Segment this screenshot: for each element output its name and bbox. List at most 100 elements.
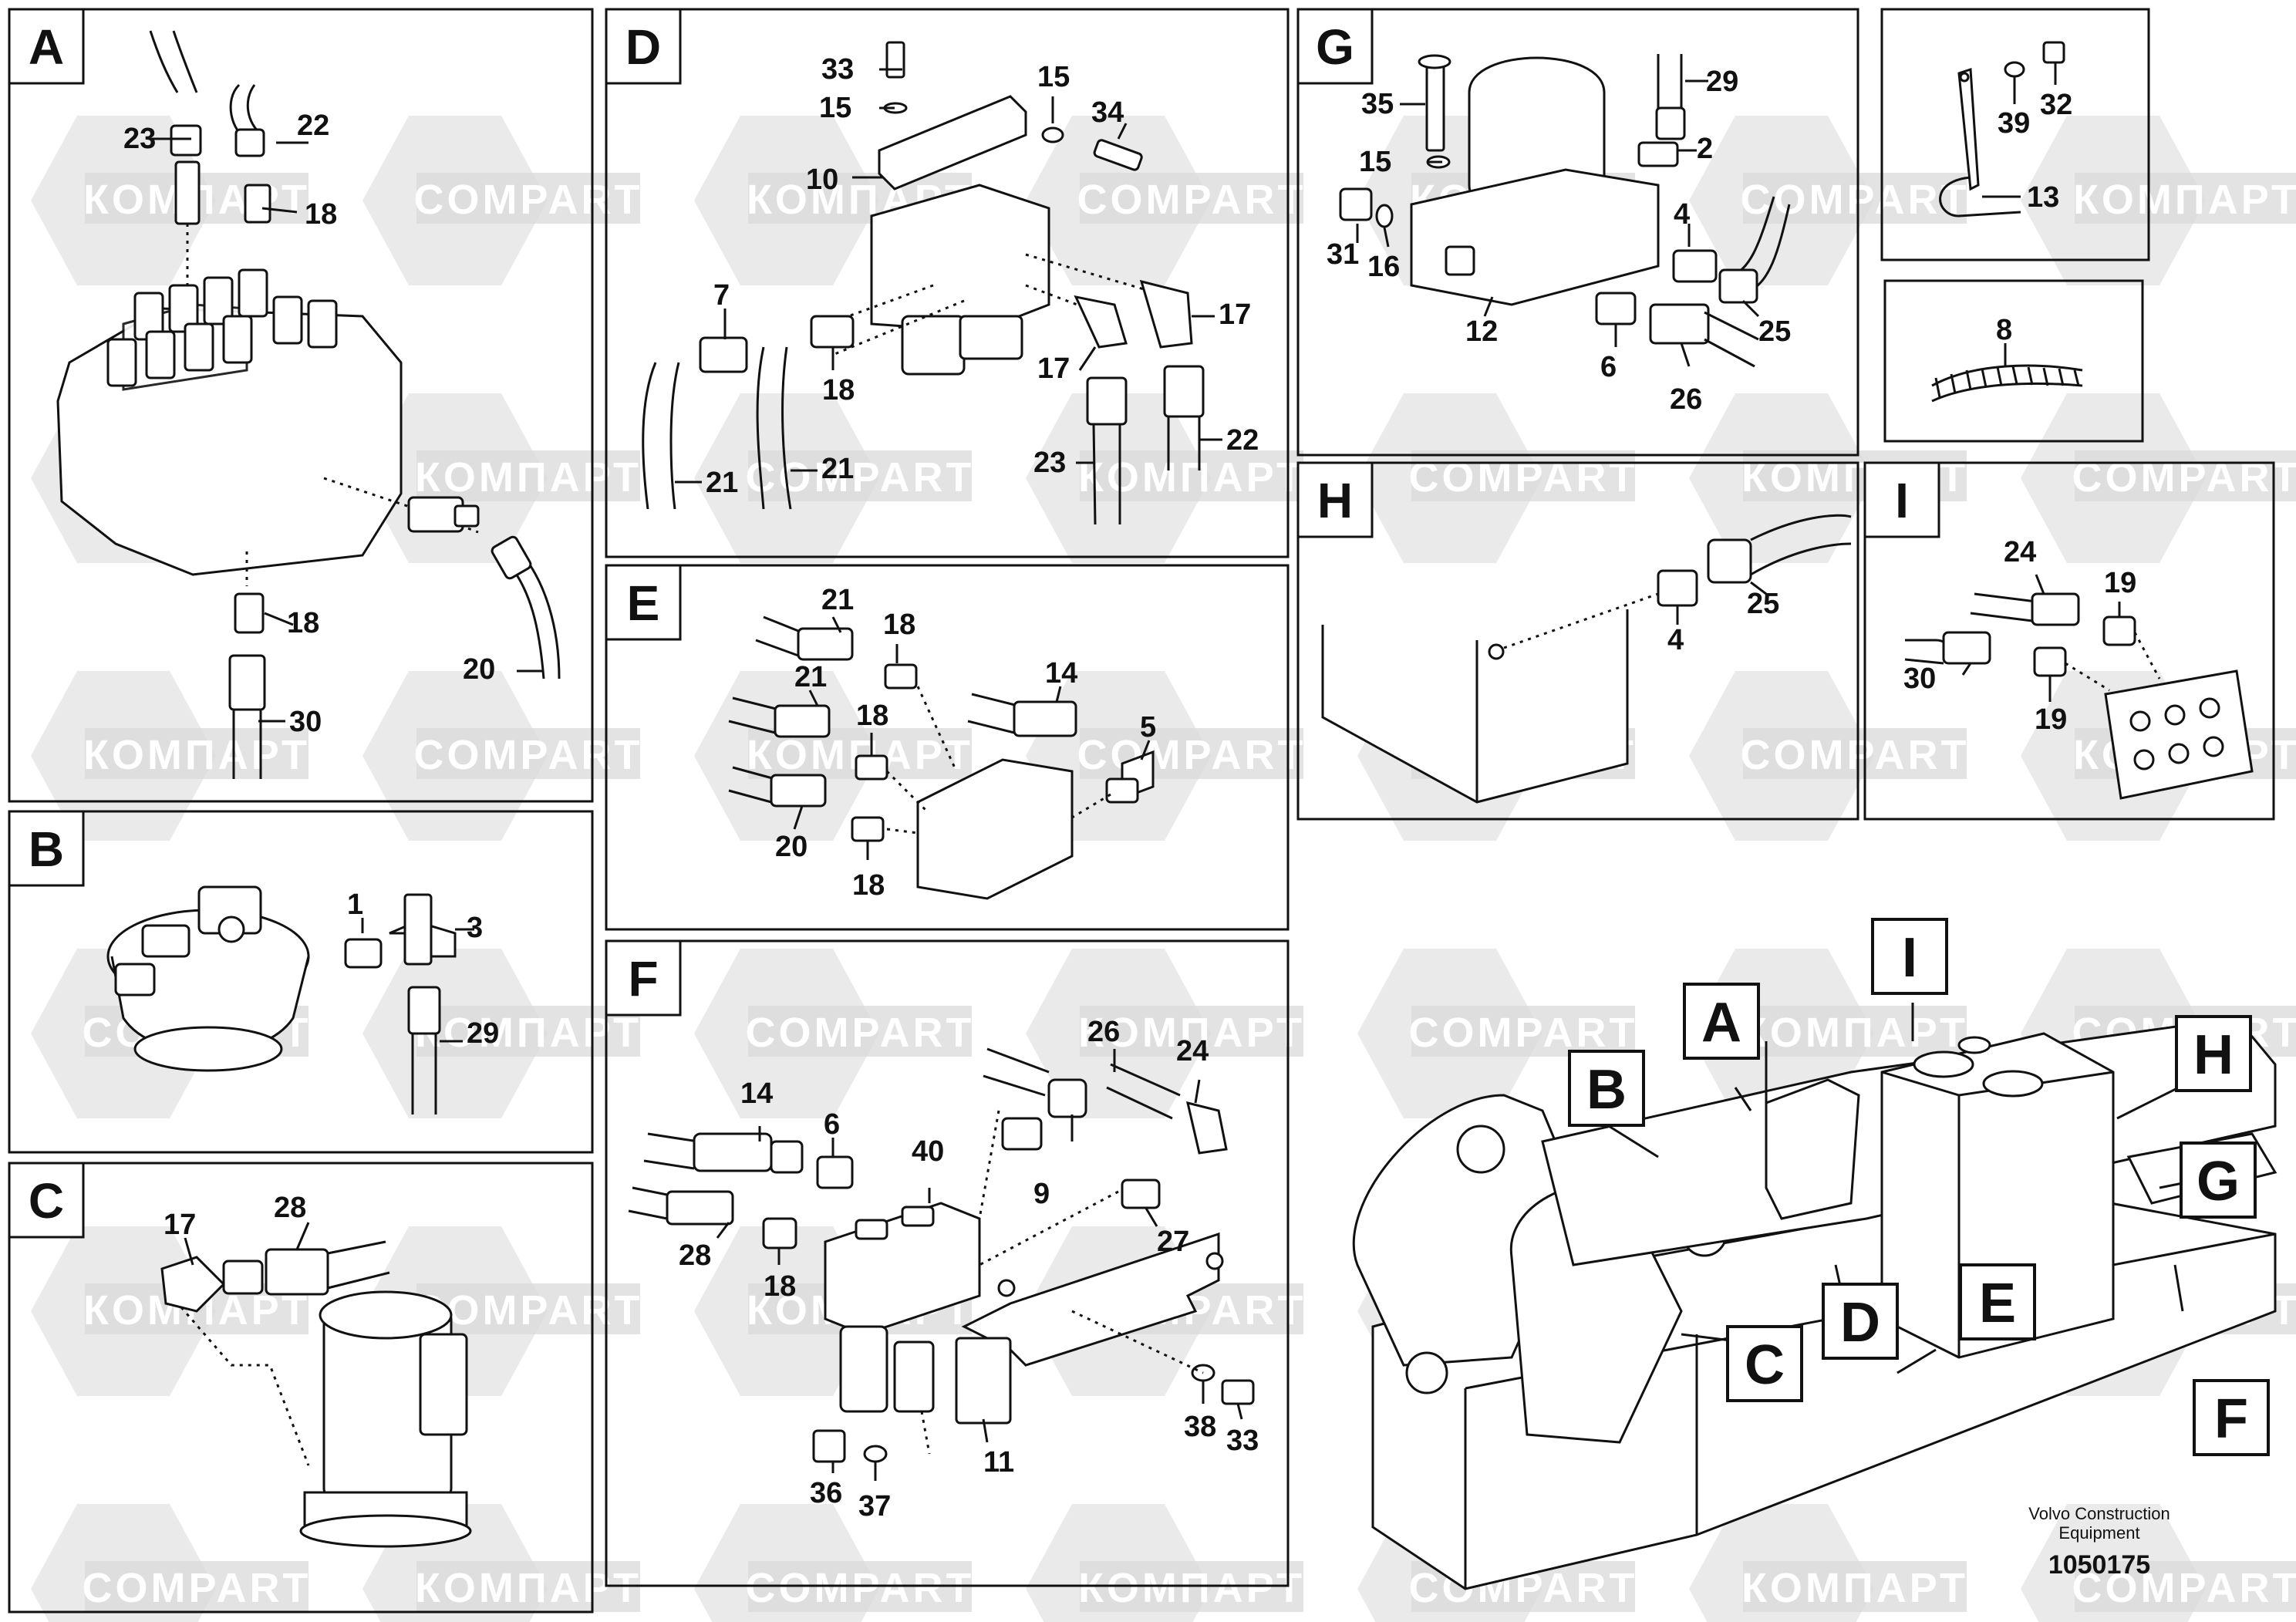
valve-spools <box>106 268 338 387</box>
callout: 17 <box>164 1209 196 1241</box>
section-letter: A <box>29 19 64 75</box>
callout: 15 <box>1359 146 1391 178</box>
panel-g-callouts: 35 29 2 15 31 16 4 12 6 25 26 <box>1327 66 1791 416</box>
watermark-band <box>1411 1006 1635 1057</box>
watermark-band <box>2075 1561 2296 1612</box>
callout: 3 <box>467 912 483 944</box>
tag-letter: B <box>1586 1059 1627 1121</box>
callout: 14 <box>740 1077 773 1110</box>
panel-frames <box>8 8 2275 1614</box>
section-letter: G <box>1316 19 1354 75</box>
callout: 15 <box>819 92 851 124</box>
drawing-number: 1050175 <box>2048 1550 2150 1580</box>
watermark-text: КОМПАРТ <box>83 732 310 778</box>
section-letter: E <box>627 575 660 631</box>
watermark-tile: COMPART <box>1357 393 1638 563</box>
callout: 4 <box>1674 198 1690 231</box>
callout: 34 <box>1091 96 1124 129</box>
callout: 16 <box>1367 251 1400 283</box>
overview-tag-G: G <box>2180 1141 2257 1219</box>
tag-letter: F <box>2214 1388 2248 1450</box>
watermark-text: COMPART <box>83 1565 312 1611</box>
panel-i-drawing <box>1904 574 2254 800</box>
watermark-text: КОМПАРТ <box>1741 1010 1968 1056</box>
callout: 21 <box>794 661 827 693</box>
watermark-text: COMPART <box>746 1010 975 1056</box>
watermark-text: КОМПАРТ <box>1078 1010 1305 1056</box>
watermark-text: КОМПАРТ <box>2073 177 2296 223</box>
tag-letter: D <box>1840 1292 1880 1354</box>
overview-tag-B: B <box>1568 1050 1645 1127</box>
watermark-band <box>1743 1561 1967 1612</box>
callout: 23 <box>123 123 156 155</box>
watermark-band <box>416 1283 640 1334</box>
tag-letter: E <box>1979 1273 2016 1334</box>
section-label-E: E <box>605 564 682 641</box>
callout: 12 <box>1465 315 1498 348</box>
callout: 29 <box>1706 66 1738 98</box>
callout: 28 <box>274 1192 306 1224</box>
watermark-band <box>1080 728 1303 779</box>
watermark-band <box>2075 450 2296 501</box>
panel-g-drawing <box>1339 54 1791 368</box>
callout: 35 <box>1361 88 1394 120</box>
callout: 33 <box>1226 1425 1259 1457</box>
watermark-tile: COMPART <box>1689 671 1970 841</box>
watermark-text: COMPART <box>1077 732 1306 778</box>
panel-a-callouts: 23 22 18 18 20 30 <box>123 110 495 738</box>
callout: 17 <box>1037 352 1070 385</box>
callout: 22 <box>1226 424 1259 457</box>
section-letter: C <box>29 1173 64 1229</box>
watermark-band <box>748 1006 972 1057</box>
watermark-text: COMPART <box>1409 454 1638 501</box>
watermark-band <box>416 1561 640 1612</box>
watermark-tile: COMPART <box>2021 1504 2296 1622</box>
watermark-tile: COMPART <box>694 949 975 1118</box>
watermark-text: COMPART <box>414 732 643 778</box>
panel-c-drawing <box>160 1222 472 1548</box>
watermark-text: COMPART <box>1741 732 1970 778</box>
overview-frame-drawing <box>1352 1003 2277 1590</box>
watermark-tile: КОМПАРТ <box>1026 1504 1303 1622</box>
watermark-text: COMPART <box>2072 454 2296 501</box>
drawing-footer: Volvo Construction Equipment 1050175 <box>2028 1504 2170 1580</box>
callout: 18 <box>822 374 855 406</box>
callout: 13 <box>2027 181 2059 214</box>
callout: 26 <box>1087 1016 1120 1048</box>
watermark-band <box>1743 1006 1967 1057</box>
tag-letter: H <box>2193 1024 2234 1086</box>
watermark-tile: COMPART <box>1689 116 1967 285</box>
panel-b-callouts: 1 3 29 <box>347 889 499 1050</box>
watermark-band <box>1743 173 1967 224</box>
callout: 6 <box>1600 351 1617 383</box>
watermark-tile: КОМПАРТ <box>1026 949 1305 1118</box>
callout: 7 <box>713 279 730 312</box>
tag-letter: C <box>1745 1334 1785 1396</box>
panel-b-drawing <box>106 885 474 1114</box>
panel-f-callouts: 26 24 14 6 40 9 27 28 18 11 38 33 36 37 <box>679 1016 1259 1523</box>
callout: 26 <box>1670 383 1702 416</box>
watermark-text: КОМПАРТ <box>415 454 642 501</box>
watermark-text: КОМПАРТ <box>1741 1565 1968 1611</box>
watermark-tile: КОМПАРТ <box>31 671 310 841</box>
callout: 18 <box>287 607 319 639</box>
callout: 24 <box>2004 536 2036 568</box>
section-letter: B <box>29 821 64 877</box>
callout: 21 <box>821 584 854 616</box>
section-label-B: B <box>8 810 85 887</box>
callout: 24 <box>1176 1035 1209 1067</box>
callout: 32 <box>2040 89 2072 121</box>
watermark-band <box>2075 173 2296 224</box>
panel-e-drawing <box>728 615 1155 900</box>
callout: 20 <box>775 831 807 863</box>
panel-d-callouts: 33 15 15 34 10 7 18 17 17 21 21 23 22 <box>706 53 1259 499</box>
callout: 40 <box>912 1135 944 1168</box>
watermark-text: COMPART <box>2072 1565 2296 1611</box>
watermark-text: КОМПАРТ <box>1078 454 1305 501</box>
watermark-tile: КОМПАРТ <box>2021 116 2296 285</box>
callout: 4 <box>1667 624 1684 656</box>
callout: 38 <box>1184 1411 1216 1443</box>
tag-letter: G <box>2197 1151 2240 1212</box>
watermark-band <box>85 728 308 779</box>
